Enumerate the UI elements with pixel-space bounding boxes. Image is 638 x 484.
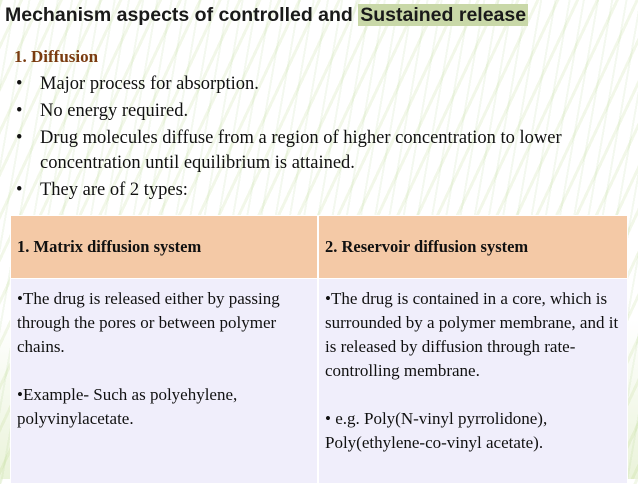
bullet-text: No energy required.	[40, 101, 189, 121]
table-row: •The drug is released either by passing …	[10, 278, 628, 484]
section-heading: 1. Diffusion	[14, 47, 99, 66]
matrix-header: 1. Matrix diffusion system	[10, 215, 319, 279]
reservoir-cell: •The drug is contained in a core, which …	[317, 278, 628, 484]
bullet-text: Major process for absorption.	[40, 74, 259, 94]
bullet-dot: •	[16, 180, 23, 200]
reservoir-description: •The drug is contained in a core, which …	[325, 289, 619, 380]
bullet-item: • Major process for absorption.	[16, 72, 616, 97]
bullet-item: • No energy required.	[16, 99, 616, 124]
bullet-item: • They are of 2 types:	[16, 178, 616, 203]
slide-title: Mechanism aspects of controlled and Sust…	[5, 4, 529, 27]
bullet-item: • Drug molecules diffuse from a region of…	[16, 126, 616, 176]
bullet-text: Drug molecules diffuse from a region of …	[40, 128, 562, 173]
reservoir-example: • e.g. Poly(N-vinyl pyrrolidone), Poly(e…	[325, 409, 548, 452]
table-header-row: 1. Matrix diffusion system 2. Reservoir …	[10, 215, 628, 279]
matrix-example: •Example- Such as polyehylene, polyvinyl…	[17, 385, 238, 428]
bullet-dot: •	[16, 74, 23, 94]
bullet-dot: •	[16, 128, 23, 148]
bullet-dot: •	[16, 101, 23, 121]
reservoir-header: 2. Reservoir diffusion system	[317, 215, 628, 279]
matrix-description: •The drug is released either by passing …	[17, 289, 280, 356]
bullet-text: They are of 2 types:	[40, 180, 188, 200]
title-text: Mechanism aspects of controlled and	[5, 4, 359, 26]
bullet-list: • Major process for absorption. • No energ…	[16, 72, 616, 205]
matrix-cell: •The drug is released either by passing …	[10, 278, 319, 484]
diffusion-types-table: 1. Matrix diffusion system 2. Reservoir …	[10, 215, 628, 484]
title-highlight: Sustained release	[358, 4, 529, 26]
